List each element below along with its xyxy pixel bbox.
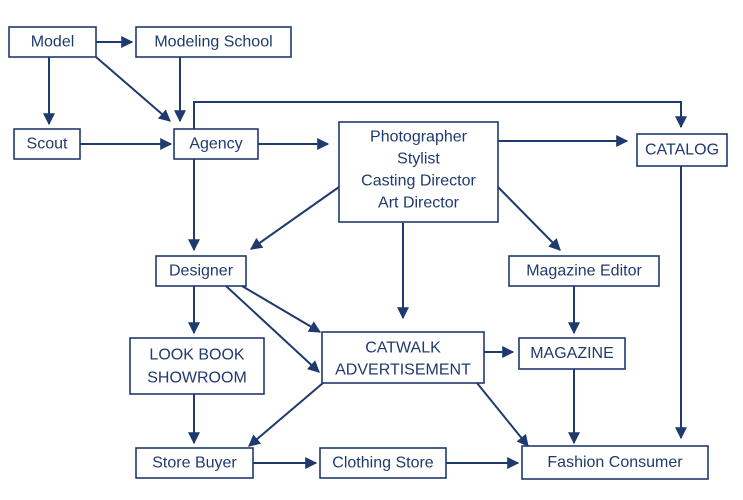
node-look-book-line-2: SHOWROOM [147,370,247,387]
node-designer-label: Designer [169,263,234,280]
edge-catwalk-to-fashion-consumer [476,382,529,447]
node-agency-label: Agency [189,136,242,153]
edge-creatives-to-designer [250,186,340,250]
node-magazine-editor-label: Magazine Editor [526,263,642,280]
node-agency: Agency [173,128,259,160]
node-catalog-label: CATALOG [645,142,719,159]
edge-agency-to-catalog [193,101,687,129]
node-clothing-store-label: Clothing Store [332,455,433,472]
node-store-buyer: Store Buyer [135,447,254,479]
node-catwalk-line-2: ADVERTISEMENT [335,362,471,379]
edge-designer-to-catwalk-upper [241,285,322,333]
node-catalog: CATALOG [636,133,728,167]
node-look-book: LOOK BOOK SHOWROOM [129,337,265,395]
node-magazine-editor: Magazine Editor [508,255,660,287]
node-modeling-school-label: Modeling School [154,34,272,51]
node-look-book-line-1: LOOK BOOK [149,347,244,364]
node-creatives-line-3: Casting Director [361,173,476,190]
node-magazine-label: MAGAZINE [530,345,614,362]
node-creatives-line-4: Art Director [378,195,460,212]
node-model-label: Model [31,34,75,51]
node-model: Model [8,26,97,58]
node-creatives: Photographer Stylist Casting Director Ar… [338,121,499,223]
node-fashion-consumer-label: Fashion Consumer [547,454,683,471]
node-creatives-line-1: Photographer [370,129,468,146]
edge-designer-to-catwalk-lower [225,285,320,373]
edge-model-to-agency [95,56,171,122]
node-designer: Designer [155,255,247,287]
edge-creatives-to-magazine-editor [497,186,561,251]
edge-catwalk-to-store-buyer [248,382,324,447]
node-scout-label: Scout [27,136,68,153]
node-fashion-consumer: Fashion Consumer [521,445,709,480]
node-store-buyer-label: Store Buyer [152,455,237,472]
node-modeling-school: Modeling School [135,26,292,58]
node-magazine: MAGAZINE [518,337,626,370]
node-clothing-store: Clothing Store [319,447,447,479]
node-catwalk: CATWALK ADVERTISEMENT [321,331,485,384]
node-scout: Scout [13,128,81,160]
node-creatives-line-2: Stylist [397,151,440,168]
node-catwalk-line-1: CATWALK [365,340,441,357]
edges [43,36,687,469]
